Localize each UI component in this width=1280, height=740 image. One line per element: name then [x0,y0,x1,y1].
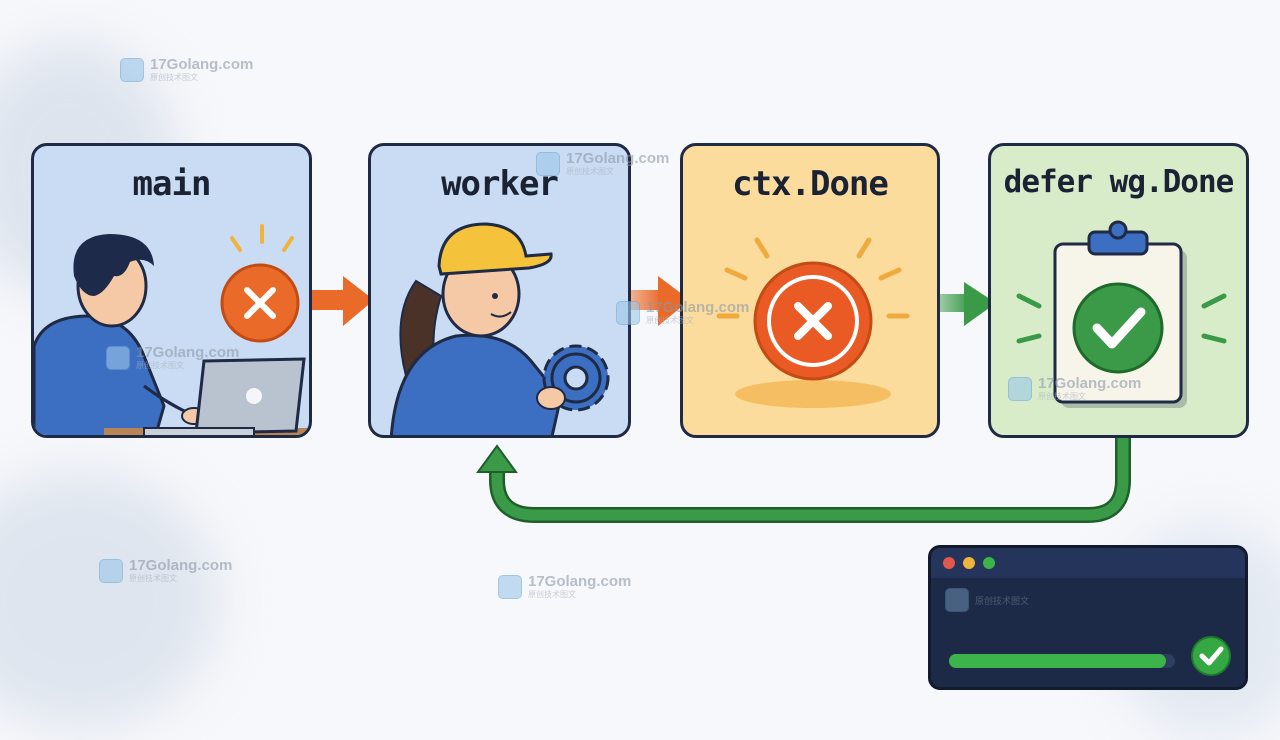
panel-title: ctx.Done [732,164,889,204]
background-blob [0,470,220,730]
terminal-window: 原创技术图文 [928,545,1248,690]
laptop-icon [143,357,306,435]
panel-defer-wg-done: defer wg.Done [988,143,1249,438]
watermark-sub: 原创技术图文 [1038,392,1086,401]
panel-title: main [132,164,212,204]
watermark-logo-icon [120,57,144,82]
watermark-site: 17Golang.com [646,299,750,316]
panel-title: defer wg.Done [1003,164,1235,200]
watermark: 原创技术图文 [945,588,1029,612]
watermark-logo-icon [536,151,560,176]
watermark-site: 17Golang.com [136,344,240,361]
watermark-logo-icon [106,345,130,370]
cancel-icon [220,224,300,343]
watermark-sub: 原创技术图文 [975,595,1030,606]
cancel-icon [716,237,910,408]
person-icon [34,234,207,435]
worker-person-icon [389,222,563,435]
progress-fill [949,654,1166,668]
progress-bar [949,654,1175,668]
check-icon [1191,636,1231,676]
panel-worker: worker [368,143,631,438]
clipboard-check-icon [1016,220,1227,408]
window-minimize-dot[interactable] [963,557,975,569]
watermark-logo-icon [1008,376,1032,401]
watermark-site: 17Golang.com [129,557,233,574]
watermark-site: 17Golang.com [1038,375,1142,392]
watermark-sub: 原创技术图文 [129,574,177,583]
watermark-site: 17Golang.com [528,573,632,590]
terminal-title-bar [931,548,1245,578]
watermark-logo-icon [498,574,522,599]
arrow-loop-back [489,430,1131,523]
window-close-dot[interactable] [943,557,955,569]
watermark-sub: 原创技术图文 [528,590,576,599]
watermark-site: 17Golang.com [566,150,670,167]
gear-icon [536,344,610,412]
watermark-logo-icon [616,300,640,325]
watermark-sub: 原创技术图文 [566,167,614,176]
panel-ctx-done: ctx.Done [680,143,940,438]
watermark-sub: 原创技术图文 [150,73,198,82]
watermark-site: 17Golang.com [150,56,254,73]
panel-main: main [31,143,312,438]
watermark-sub: 原创技术图文 [136,361,184,370]
window-maximize-dot[interactable] [983,557,995,569]
watermark-logo-icon [945,588,969,612]
watermark-logo-icon [99,558,123,583]
watermark-sub: 原创技术图文 [646,316,694,325]
